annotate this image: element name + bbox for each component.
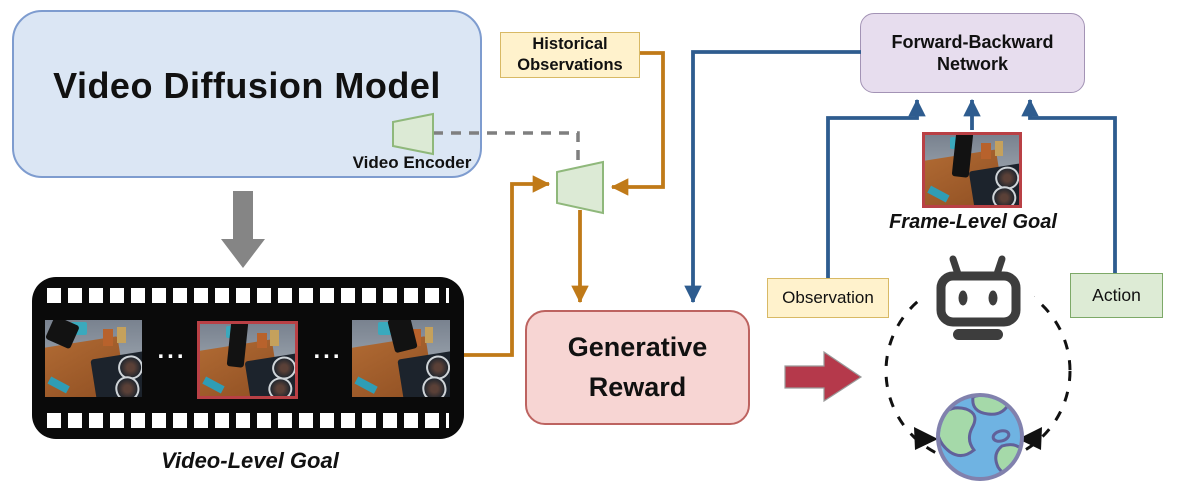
encoder-icon	[556, 160, 604, 215]
reward-to-agent-arrow	[784, 350, 863, 403]
fb-network-to-generative-reward-arrow	[684, 50, 861, 304]
historical-observations-line1: Historical	[532, 35, 608, 54]
observation-to-fb-network-arrow	[826, 98, 926, 278]
video-diffusion-model-box: Video Diffusion Model	[12, 10, 482, 178]
observation-box: Observation	[767, 278, 889, 318]
scene-burner	[112, 375, 141, 397]
scene-stove	[397, 351, 450, 397]
action-to-fb-network-arrow	[1021, 98, 1117, 273]
video-frame-photo	[352, 320, 450, 397]
scene-stove	[968, 163, 1019, 205]
earth-icon	[936, 393, 1024, 481]
generative-reward-box: Generative Reward	[525, 310, 750, 425]
video-diffusion-model-label: Video Diffusion Model	[53, 64, 441, 106]
film-perforations-bottom	[47, 413, 449, 428]
scene-can	[270, 330, 279, 346]
scene-can	[994, 141, 1004, 156]
video-level-goal-label: Video-Level Goal	[161, 448, 339, 473]
historical-observations-box: Historical Observations	[500, 32, 640, 78]
scene-can	[116, 326, 126, 344]
ellipsis-dots: ...	[157, 337, 187, 364]
video-frame-photo	[45, 320, 142, 397]
frame-level-goal-label: Frame-Level Goal	[889, 211, 1057, 233]
film-perforations-top	[47, 288, 449, 303]
scene-can	[103, 329, 113, 347]
observation-label: Observation	[782, 288, 874, 308]
highlighted-video-frame-photo	[197, 321, 298, 399]
film-strip-icon: ... ...	[32, 277, 464, 439]
frame-level-goal-photo	[922, 132, 1022, 208]
loop-arrowhead-right	[1018, 427, 1042, 450]
ellipsis-dots: ...	[313, 337, 343, 364]
scene-stove	[244, 353, 295, 396]
historical-observations-line2: Observations	[517, 56, 623, 74]
scene-can	[981, 143, 991, 159]
scene-can	[424, 326, 434, 344]
generative-reward-line2: Reward	[588, 371, 687, 402]
generative-reward-line1: Generative	[567, 332, 708, 363]
forward-backward-line2: Network	[936, 54, 1008, 74]
scene-burner	[420, 375, 449, 397]
action-box: Action	[1070, 273, 1163, 318]
vdm-to-film-strip-arrow	[221, 191, 265, 268]
video-encoder-label: Video Encoder	[352, 153, 472, 172]
scene-burner	[990, 184, 1018, 205]
forward-backward-line1: Forward-Backward	[891, 31, 1054, 52]
agent-environment-loop-dashed-circle	[884, 277, 1072, 465]
robot-icon	[922, 246, 1034, 342]
scene-burner	[266, 375, 294, 396]
action-label: Action	[1092, 284, 1141, 305]
forward-backward-network-box: Forward-Backward Network	[860, 13, 1085, 93]
scene-stove	[89, 351, 142, 397]
scene-can	[257, 332, 267, 349]
loop-arrowhead-left	[914, 427, 938, 450]
scene-can	[410, 329, 421, 347]
